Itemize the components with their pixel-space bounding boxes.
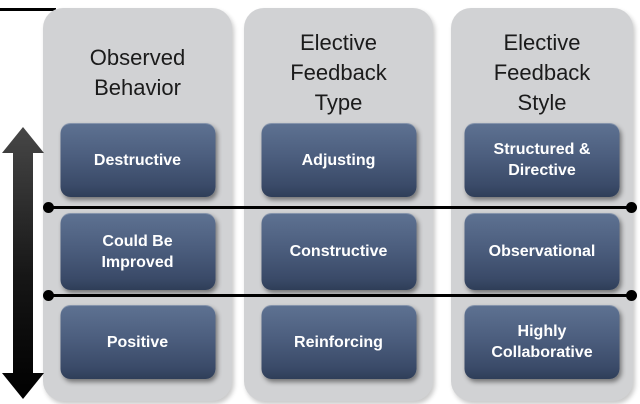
column-header: Elective Feedback Style <box>451 8 633 132</box>
box-label: Adjusting <box>301 151 376 169</box>
column-header-label: Observed Behavior <box>89 45 186 100</box>
box-adjusting: Adjusting <box>261 123 416 197</box>
box-reinforcing: Reinforcing <box>261 305 416 379</box>
box-positive: Positive <box>60 305 215 379</box>
threshold-line-top <box>43 202 637 213</box>
box-structured-directive: Structured & Directive <box>464 123 620 197</box>
top-left-edge-line <box>0 8 56 11</box>
box-destructive: Destructive <box>60 123 215 197</box>
box-label: Highly Collaborative <box>491 323 593 361</box>
column-observed-behavior: Observed Behavior Destructive Could Be I… <box>43 8 232 401</box>
box-label: Could Be Improved <box>101 232 174 271</box>
line-endpoint-dot <box>626 290 637 301</box>
box-observational: Observational <box>464 213 620 290</box>
box-label: Constructive <box>289 243 388 260</box>
box-label: Observational <box>488 243 596 260</box>
line-endpoint-dot <box>43 290 54 301</box>
box-could-be-improved: Could Be Improved <box>60 213 215 290</box>
column-elective-feedback-style: Elective Feedback Style Structured & Dir… <box>451 8 633 401</box>
column-header: Elective Feedback Type <box>244 8 433 132</box>
box-label: Structured & Directive <box>493 141 591 179</box>
box-highly-collaborative: Highly Collaborative <box>464 305 620 379</box>
box-label: Destructive <box>93 151 182 169</box>
vertical-double-arrow-icon <box>2 127 44 399</box>
threshold-line-bottom <box>43 290 637 301</box>
box-label: Reinforcing <box>294 333 383 351</box>
column-header-label: Elective Feedback Type <box>290 30 387 115</box>
line-endpoint-dot <box>626 202 637 213</box>
column-header-label: Elective Feedback Style <box>493 30 591 115</box>
box-constructive: Constructive <box>261 213 416 290</box>
column-header: Observed Behavior <box>43 8 232 132</box>
column-elective-feedback-type: Elective Feedback Type Adjusting Constru… <box>244 8 433 401</box>
line-endpoint-dot <box>43 202 54 213</box>
box-label: Positive <box>106 333 169 351</box>
